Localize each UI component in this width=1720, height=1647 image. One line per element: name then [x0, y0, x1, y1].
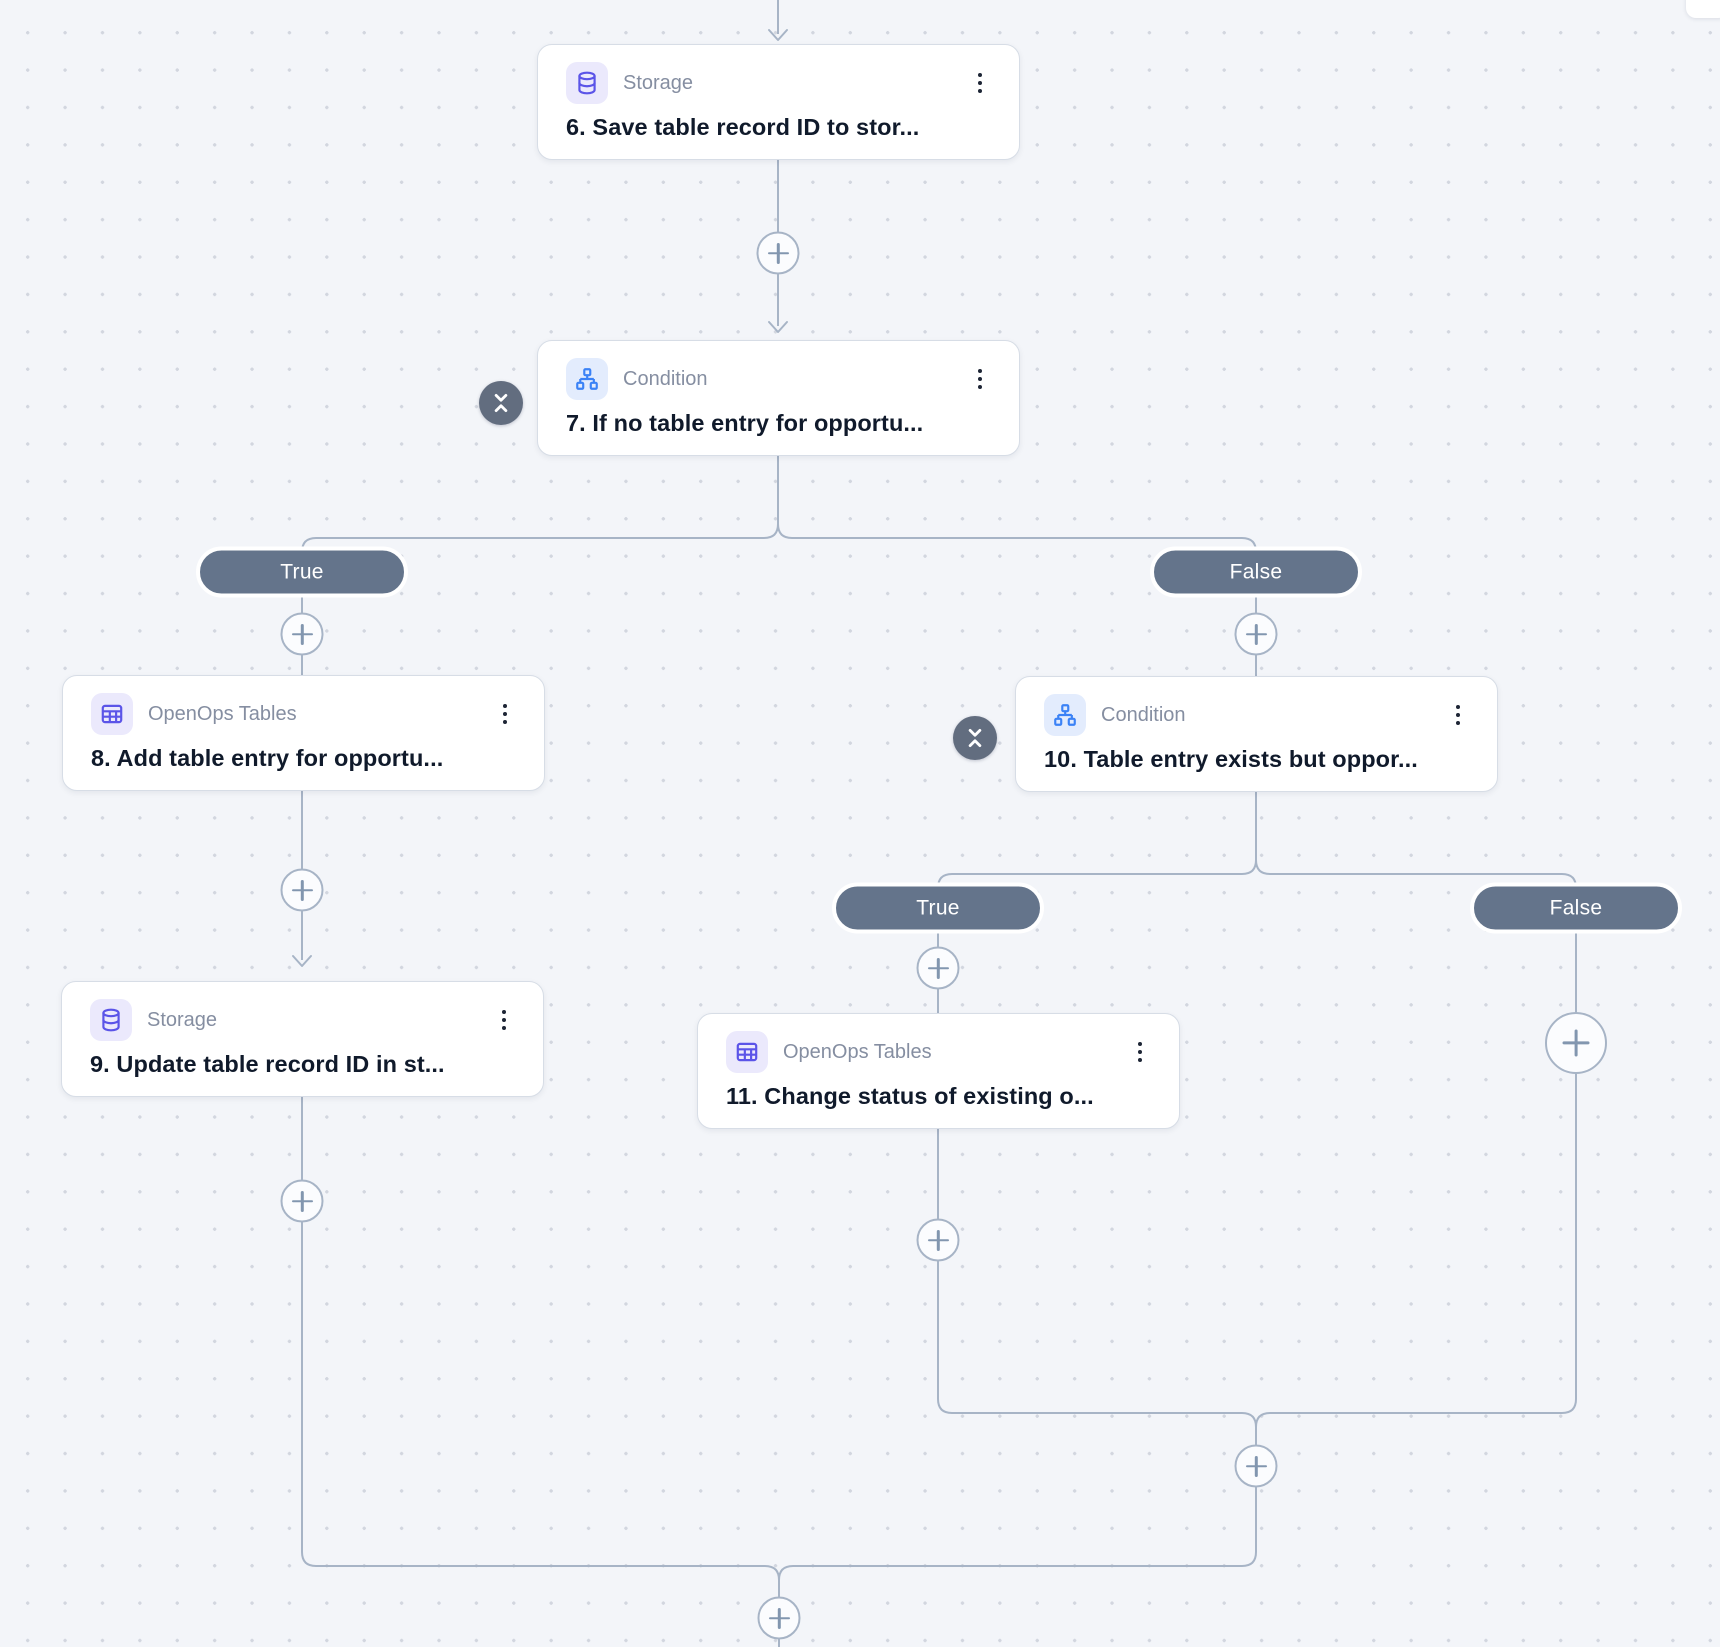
kebab-menu-icon[interactable] [1439, 695, 1477, 735]
add-step-button plus-icon[interactable] [280, 1179, 324, 1223]
kebab-menu-icon[interactable] [486, 694, 524, 734]
step-node-10[interactable]: Condition 10. Table entry exists but opp… [1015, 676, 1498, 792]
branch-label-false: False [1150, 546, 1362, 598]
add-step-button plus-icon[interactable] [280, 612, 324, 656]
step-title: 7. If no table entry for opportu... [566, 410, 924, 436]
kebab-menu-icon[interactable] [961, 359, 999, 399]
add-step-button plus-icon[interactable] [280, 868, 324, 912]
branch-condition-icon [1044, 694, 1086, 736]
step-app-label: Storage [147, 1009, 218, 1031]
step-app-label: Condition [1101, 704, 1186, 726]
step-node-9[interactable]: Storage 9. Update table record ID in st.… [61, 981, 544, 1097]
step-title: 10. Table entry exists but oppor... [1044, 746, 1418, 772]
skipped-step-badge collapse-x-icon [479, 381, 523, 425]
add-step-button plus-icon[interactable] [757, 1596, 801, 1640]
database-icon [90, 999, 132, 1041]
step-node-7[interactable]: Condition 7. If no table entry for oppor… [537, 340, 1020, 456]
step-title: 6. Save table record ID to stor... [566, 114, 920, 140]
add-step-button plus-icon[interactable] [1234, 612, 1278, 656]
add-step-button plus-icon[interactable] [916, 1218, 960, 1262]
branch-label-true: True [196, 546, 408, 598]
branch-label-false: False [1470, 882, 1682, 934]
table-icon [91, 693, 133, 735]
add-step-button plus-icon[interactable] [916, 946, 960, 990]
kebab-menu-icon[interactable] [1121, 1032, 1159, 1072]
table-icon [726, 1031, 768, 1073]
step-app-label: OpenOps Tables [148, 703, 297, 725]
skipped-step-badge collapse-x-icon [953, 716, 997, 760]
kebab-menu-icon[interactable] [961, 63, 999, 103]
branch-label-true: True [832, 882, 1044, 934]
floating-panel-fragment [1686, 0, 1720, 18]
step-node-11[interactable]: OpenOps Tables 11. Change status of exis… [697, 1013, 1180, 1129]
database-icon [566, 62, 608, 104]
step-app-label: OpenOps Tables [783, 1041, 932, 1063]
step-title: 9. Update table record ID in st... [90, 1051, 445, 1077]
step-title: 8. Add table entry for opportu... [91, 745, 444, 771]
step-app-label: Condition [623, 368, 708, 390]
add-step-button plus-icon[interactable] [756, 231, 800, 275]
step-node-8[interactable]: OpenOps Tables 8. Add table entry for op… [62, 675, 545, 791]
branch-condition-icon [566, 358, 608, 400]
step-app-label: Storage [623, 72, 694, 94]
add-step-button plus-icon[interactable] [1234, 1444, 1278, 1488]
kebab-menu-icon[interactable] [485, 1000, 523, 1040]
add-step-button plus-icon[interactable] [1545, 1012, 1607, 1074]
step-title: 11. Change status of existing o... [726, 1083, 1094, 1109]
step-node-6[interactable]: Storage 6. Save table record ID to stor.… [537, 44, 1020, 160]
